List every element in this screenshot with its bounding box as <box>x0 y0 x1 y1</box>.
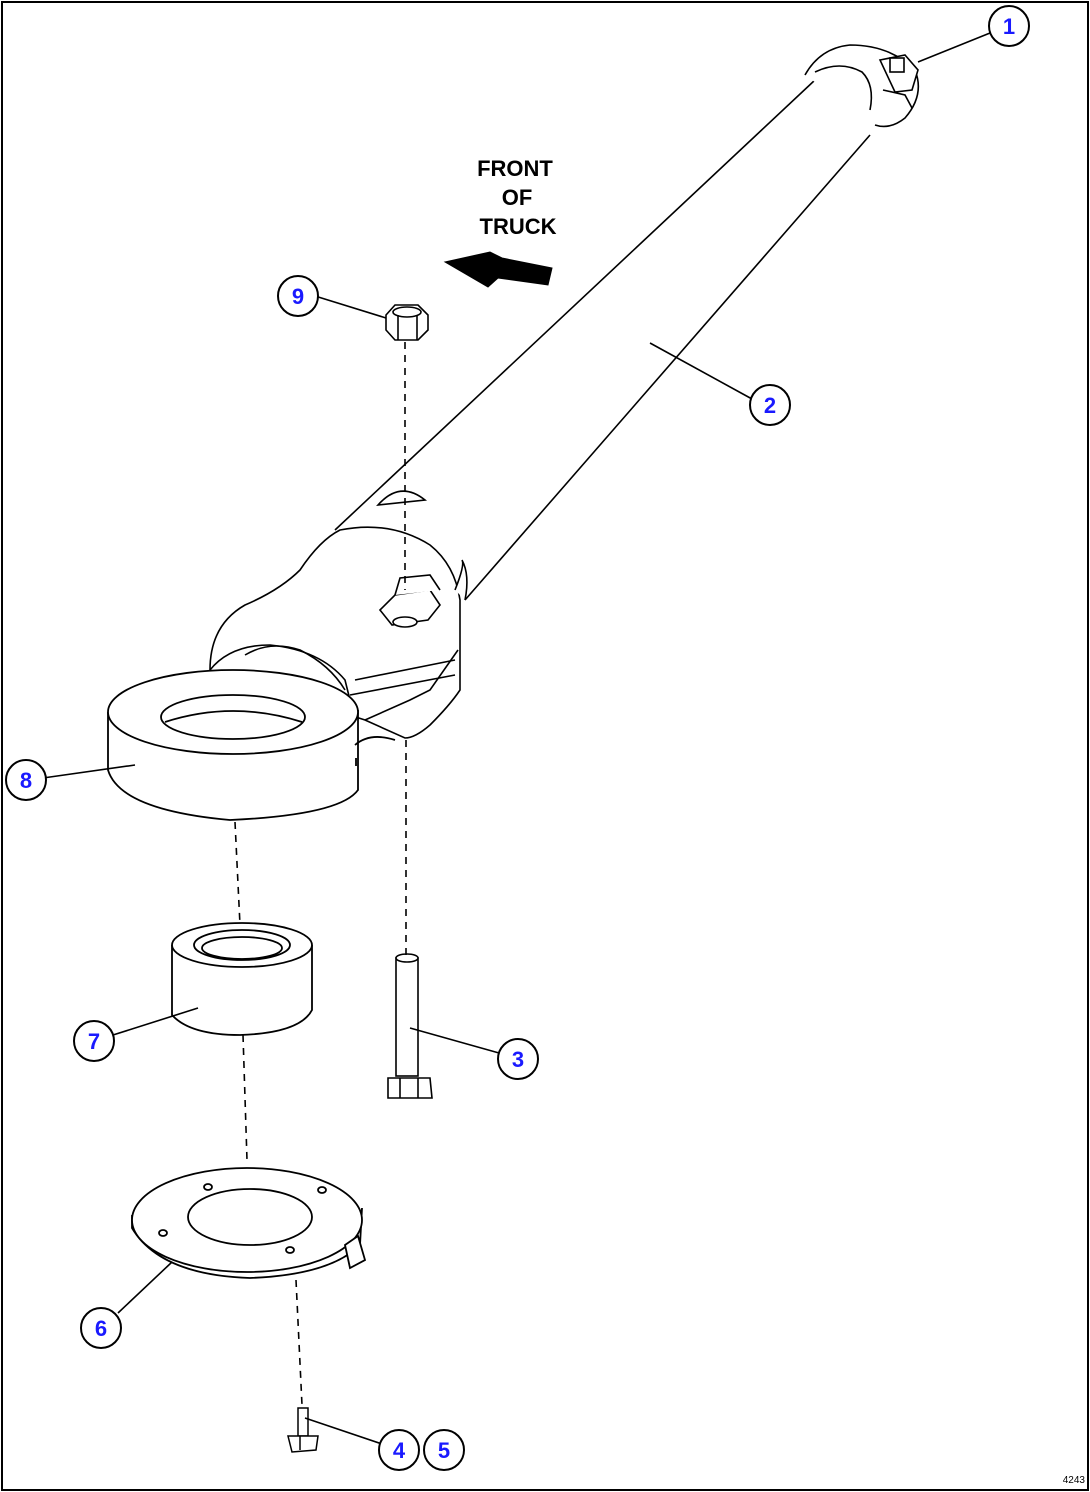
callout-4: 4 <box>393 1438 406 1463</box>
callout-1: 1 <box>1003 14 1015 39</box>
leader-lines <box>42 32 991 1446</box>
callout-2-circle <box>749 384 791 426</box>
callout-5: 5 <box>438 1438 450 1463</box>
callouts <box>5 5 1030 1471</box>
callout-6-circle <box>80 1307 122 1349</box>
direction-label-line3: TRUCK <box>480 214 557 239</box>
bolt <box>387 953 433 1099</box>
callout-8: 8 <box>20 768 32 793</box>
direction-label-line2: OF <box>502 185 533 210</box>
bearing <box>171 922 313 1036</box>
figure-id: 4243 <box>1063 1475 1086 1486</box>
callout-3: 3 <box>512 1047 524 1072</box>
callout-7: 7 <box>88 1029 100 1054</box>
callout-6: 6 <box>95 1316 107 1341</box>
tube-assembly <box>334 44 920 601</box>
callout-7-circle <box>73 1020 115 1062</box>
callout-9: 9 <box>292 284 304 309</box>
front-arrow-icon <box>443 251 553 288</box>
centerlines <box>234 342 407 1406</box>
eye-ring <box>107 669 396 821</box>
callout-1-circle <box>988 5 1030 47</box>
nut <box>385 304 429 341</box>
direction-label-line1: FRONT <box>477 156 553 181</box>
callout-2: 2 <box>764 393 776 418</box>
callout-8-circle <box>5 759 47 801</box>
callout-3-circle <box>497 1038 539 1080</box>
retainer-plate <box>131 1167 367 1279</box>
callout-5-circle <box>423 1429 465 1471</box>
callout-4-circle <box>378 1429 420 1471</box>
capscrew <box>287 1407 319 1453</box>
callout-9-circle <box>277 275 319 317</box>
